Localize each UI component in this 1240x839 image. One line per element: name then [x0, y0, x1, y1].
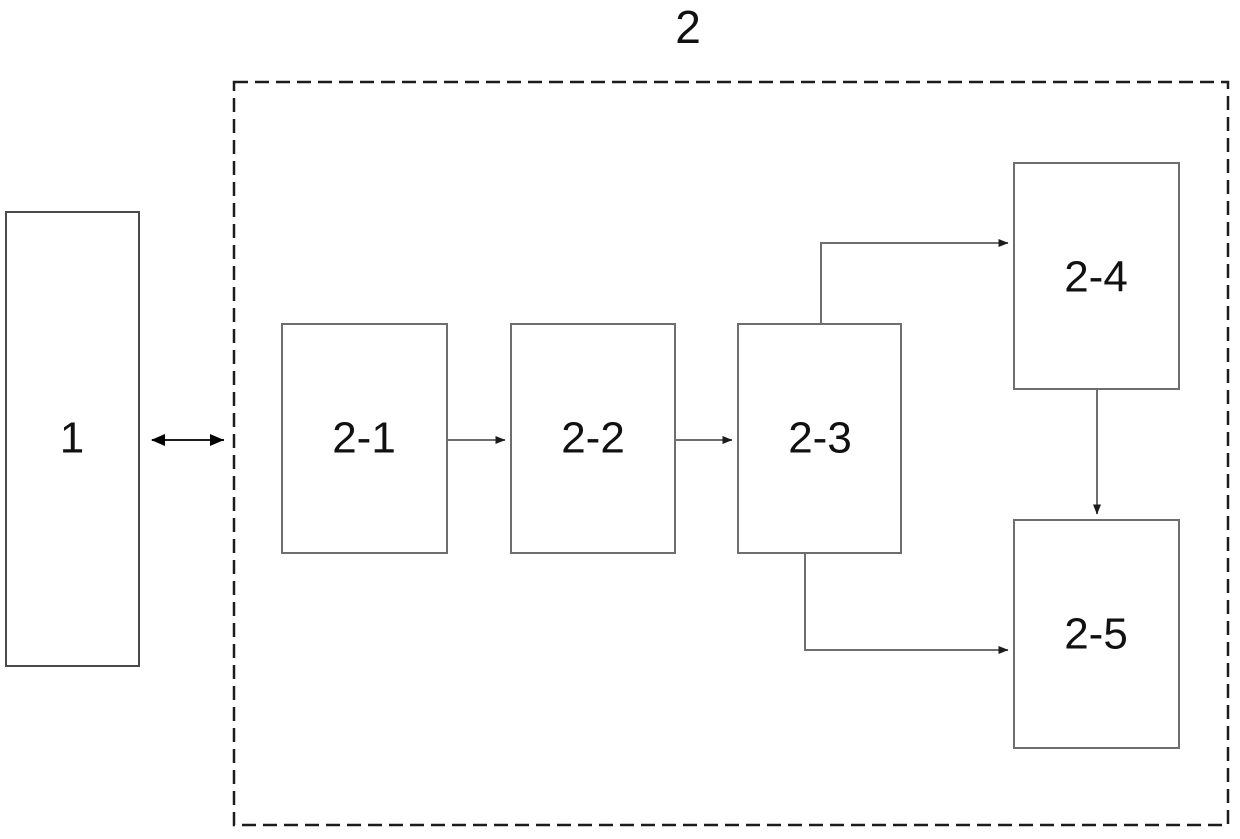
node-2-5[interactable]: 2-5 — [1013, 519, 1180, 749]
node-2-5-label: 2-5 — [1064, 610, 1128, 659]
node-1-rect[interactable] — [5, 211, 140, 667]
node-1[interactable]: 1 — [5, 211, 140, 667]
group-label-2: 2 — [675, 1, 701, 53]
connector-23-to-25 — [804, 553, 1009, 654]
dashed-group-boundary — [232, 80, 1230, 827]
connector-23-to-24 — [820, 239, 1009, 324]
node-2-3-label: 2-3 — [788, 414, 852, 463]
node-2-2-label: 2-2 — [561, 414, 625, 463]
node-2-4-label: 2-4 — [1064, 253, 1128, 302]
node-2-3-rect[interactable] — [737, 323, 902, 554]
node-2-5-rect[interactable] — [1013, 519, 1180, 749]
node-2-1-rect[interactable] — [281, 323, 448, 554]
node-1-label: 1 — [60, 414, 84, 463]
node-2-3[interactable]: 2-3 — [737, 323, 902, 554]
node-2-1[interactable]: 2-1 — [281, 323, 448, 554]
node-2-4[interactable]: 2-4 — [1013, 162, 1180, 390]
node-2-1-label: 2-1 — [332, 414, 396, 463]
node-2-2[interactable]: 2-2 — [510, 323, 676, 554]
node-2-4-rect[interactable] — [1013, 162, 1180, 390]
node-2-2-rect[interactable] — [510, 323, 676, 554]
